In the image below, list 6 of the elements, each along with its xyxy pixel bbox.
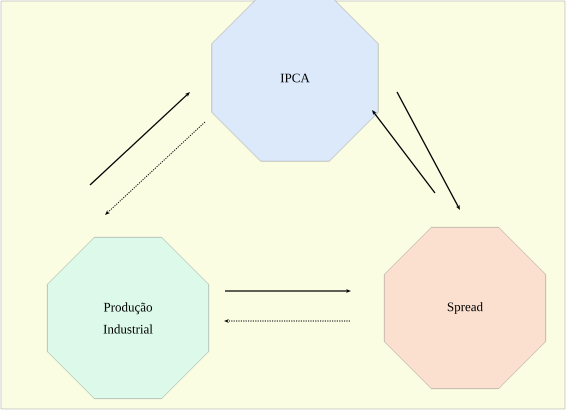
octagon-node: Spread xyxy=(384,226,546,390)
octagon-node: IPCA xyxy=(212,0,378,162)
arrow xyxy=(105,122,206,215)
octagon-node: Produção Industrial xyxy=(46,236,210,400)
arrow xyxy=(90,92,190,186)
arrow xyxy=(372,110,436,194)
